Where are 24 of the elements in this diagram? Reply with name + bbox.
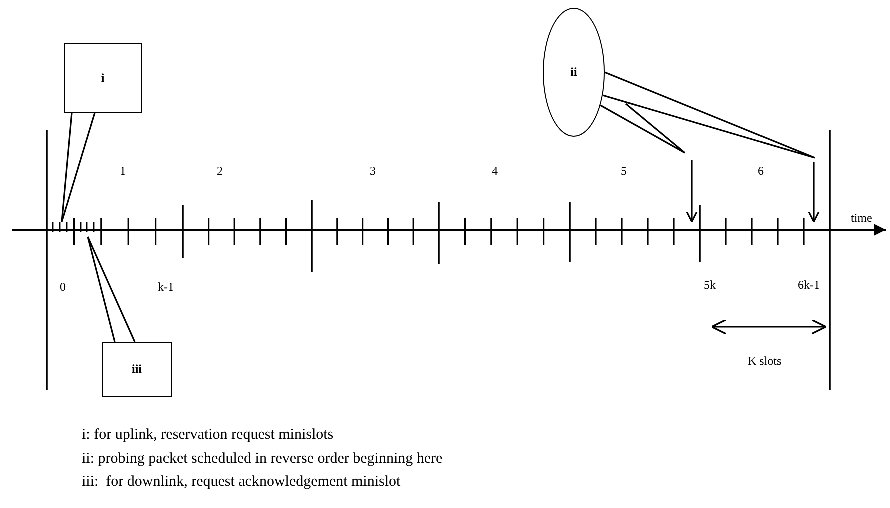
slot-index: 6k-1 xyxy=(798,279,820,291)
slot-number: 2 xyxy=(217,165,223,177)
slot-number: 4 xyxy=(492,165,498,177)
slot-number: 6 xyxy=(758,165,764,177)
note: i: for uplink, reservation request minislots xyxy=(82,428,334,443)
callout-label: iii xyxy=(132,362,142,377)
callout-label: ii xyxy=(570,65,578,80)
axis-label: time xyxy=(851,212,872,224)
callout-box xyxy=(64,43,142,113)
arrow xyxy=(600,103,698,223)
note: ii: probing packet scheduled in reverse order beginning here xyxy=(82,452,443,467)
slot-index: k-1 xyxy=(158,281,174,293)
slot-index: 0 xyxy=(60,281,66,293)
note: iii: for downlink, request acknowledgement minislot xyxy=(82,475,401,490)
slot-index: 5k xyxy=(704,279,716,291)
slot-number: 3 xyxy=(370,165,376,177)
leader-line xyxy=(61,112,96,223)
arrow xyxy=(602,72,820,223)
callout-label: i xyxy=(101,70,105,86)
slot-number: 1 xyxy=(120,165,126,177)
callout-box xyxy=(102,342,172,397)
dimension-label: K slots xyxy=(748,355,782,367)
slot-number: 5 xyxy=(621,165,627,177)
leader-line xyxy=(87,236,136,342)
